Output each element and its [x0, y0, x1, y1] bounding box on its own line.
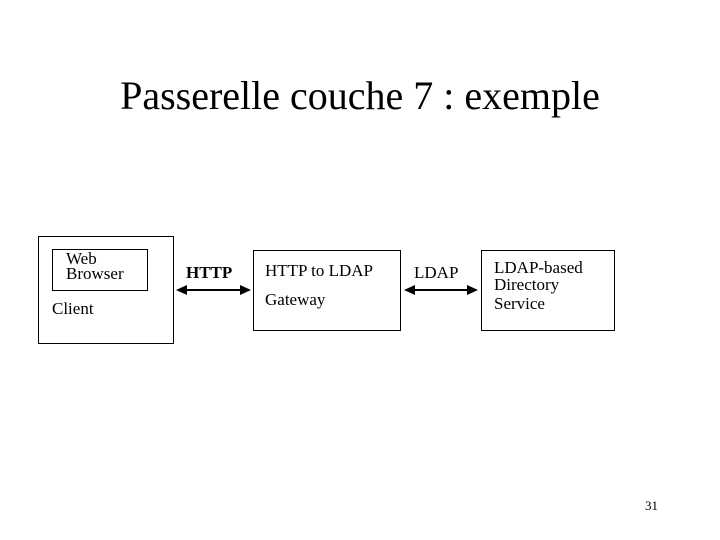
slide-title: Passerelle couche 7 : exemple	[120, 73, 600, 118]
web-browser-label-line2: Browser	[66, 264, 124, 283]
ldap-arrow	[404, 285, 478, 295]
ldap-link-label: LDAP	[414, 263, 459, 282]
directory-label-line3: Service	[494, 294, 545, 313]
directory-label-line2: Directory	[494, 275, 560, 294]
http-arrow	[176, 285, 251, 295]
gateway-label-line2: Gateway	[265, 290, 326, 309]
web-browser-label-line1: Web	[66, 249, 97, 268]
directory-label-line1: LDAP-based	[494, 258, 583, 277]
page-number: 31	[645, 498, 658, 513]
client-label: Client	[52, 299, 94, 318]
directory-service-box	[481, 250, 615, 331]
web-browser-box	[52, 249, 148, 291]
gateway-label-line1: HTTP to LDAP	[265, 261, 373, 280]
gateway-box	[253, 250, 401, 331]
http-link-label: HTTP	[186, 263, 233, 282]
